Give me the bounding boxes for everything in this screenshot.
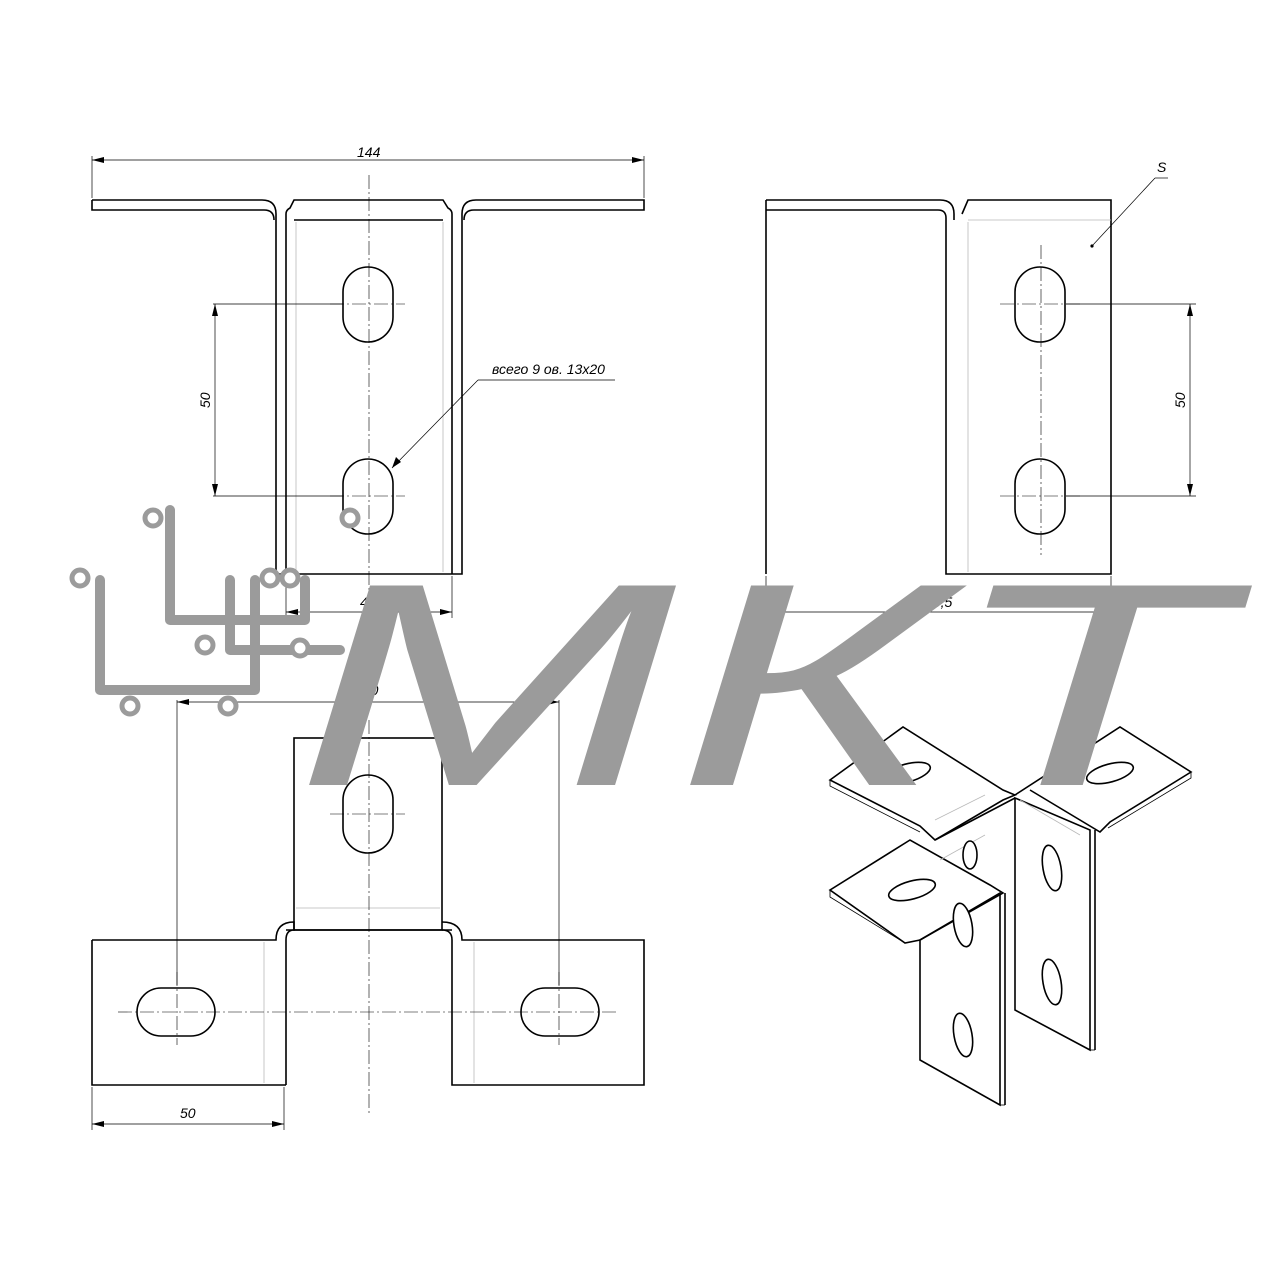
- front-dimensions: 144 50 43 всего 9 ов. 13х20: [91, 144, 645, 618]
- isometric-view: [828, 726, 1193, 1107]
- thickness-callout: S: [1157, 159, 1167, 175]
- side-dimensions: 50 90,5 S: [765, 159, 1196, 618]
- watermark-logo: [69, 505, 361, 717]
- front-slot-upper: [342, 266, 394, 343]
- dim-front-50-label: 50: [197, 392, 213, 408]
- plan-dimensions: 100 50: [91, 682, 560, 1130]
- side-view: [765, 199, 1112, 575]
- dim-side-50-label: 50: [1172, 392, 1188, 408]
- iso-slot-7: [952, 1012, 974, 1058]
- plan-view: [91, 720, 645, 1115]
- watermark-text: МКТ: [295, 523, 1253, 847]
- iso-slot-3: [887, 878, 937, 902]
- dim-43-label: 43: [360, 594, 376, 610]
- dim-144-label: 144: [357, 144, 381, 160]
- dim-90-5-label: 90,5: [925, 594, 952, 610]
- side-slot-lower: [1014, 458, 1066, 535]
- watermark: МКТ: [69, 505, 1253, 847]
- side-slot-upper: [1014, 266, 1066, 343]
- dim-100-label: 100: [355, 682, 379, 698]
- iso-slot-5: [1041, 958, 1063, 1006]
- iso-slot-6: [952, 902, 974, 948]
- iso-slot-1: [882, 761, 932, 785]
- iso-slot-4: [1041, 844, 1063, 892]
- iso-slot-2: [1085, 761, 1135, 785]
- iso-slot-8: [962, 840, 978, 870]
- dim-plan-50-label: 50: [180, 1105, 196, 1121]
- holes-note: всего 9 ов. 13х20: [492, 361, 605, 377]
